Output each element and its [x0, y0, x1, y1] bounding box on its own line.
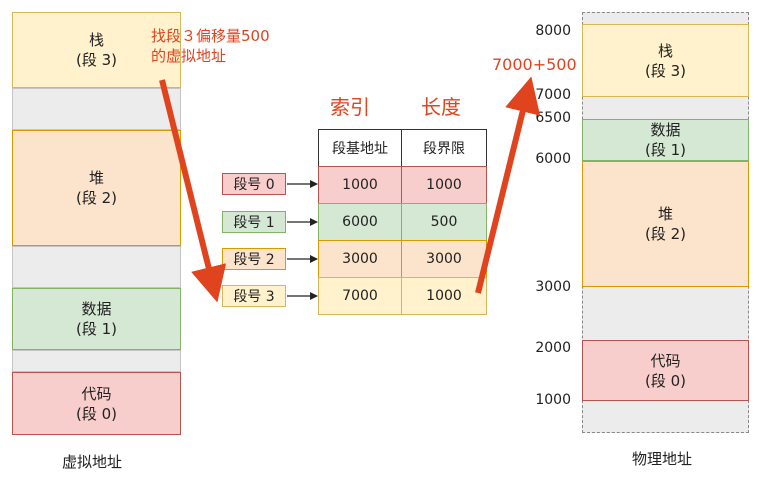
address-7000: 7000: [535, 87, 571, 103]
virtual-gap-2: [12, 246, 181, 288]
virtual-code-segment: 代码 (段 0): [12, 372, 181, 435]
virtual-data-segment: 数据 (段 1): [12, 288, 181, 350]
address-6500: 6500: [535, 110, 571, 126]
physical-code-segment: 代码 (段 0): [582, 340, 749, 401]
annotation-line-1: 找段３偏移量500: [151, 27, 270, 45]
base-cell-0: 1000: [318, 166, 402, 204]
translate-arrow: [475, 76, 541, 294]
virtual-stack-seg: (段 3): [75, 51, 118, 69]
base-cell-2: 3000: [318, 240, 402, 278]
address-3000: 3000: [535, 279, 571, 295]
physical-data-segment: 数据 (段 1): [582, 119, 749, 161]
header-index: 索引: [330, 95, 370, 119]
physical-heap-seg: (段 2): [644, 225, 687, 243]
virtual-heap-seg: (段 2): [75, 189, 118, 207]
header-length: 长度: [421, 95, 461, 119]
lookup-arrow: [159, 79, 227, 303]
address-8000: 8000: [535, 23, 571, 39]
limit-cell-0: 1000: [401, 166, 487, 204]
physical-address-caption: 物理地址: [632, 450, 693, 468]
segment-number-1: 段号 1: [222, 211, 286, 233]
physical-stack-segment: 栈 (段 3): [582, 24, 749, 97]
virtual-data-seg: (段 1): [75, 320, 118, 338]
limit-cell-1: 500: [401, 203, 487, 241]
col-header-base: 段基地址: [318, 129, 402, 167]
physical-heap-segment: 堆 (段 2): [582, 161, 749, 287]
virtual-stack-name: 栈: [88, 31, 104, 49]
segment-arrows: [287, 180, 318, 300]
segment-number-3: 段号 3: [222, 285, 286, 307]
physical-stack-name: 栈: [657, 41, 673, 60]
virtual-heap-name: 堆: [88, 169, 104, 187]
virtual-gap-3: [12, 350, 181, 372]
virtual-heap-segment: 堆 (段 2): [12, 130, 181, 246]
address-6000: 6000: [535, 151, 571, 167]
virtual-address-caption: 虚拟地址: [62, 453, 123, 471]
virtual-data-name: 数据: [81, 300, 112, 318]
physical-stack-seg: (段 3): [644, 61, 687, 80]
physical-data-seg: (段 1): [644, 141, 687, 159]
virtual-stack-segment: 栈 (段 3): [12, 12, 181, 88]
virtual-code-name: 代码: [81, 384, 112, 403]
segment-number-2: 段号 2: [222, 248, 286, 270]
physical-data-name: 数据: [650, 121, 681, 139]
physical-code-name: 代码: [650, 351, 681, 370]
physical-code-seg: (段 0): [644, 371, 687, 390]
address-2000: 2000: [535, 340, 571, 356]
segment-number-0: 段号 0: [222, 173, 286, 195]
col-header-limit: 段界限: [401, 129, 487, 167]
virtual-gap-1: [12, 88, 181, 130]
virtual-code-seg: (段 0): [75, 404, 118, 423]
result-address: 7000+500: [492, 55, 577, 74]
address-1000: 1000: [535, 392, 571, 408]
limit-cell-2: 3000: [401, 240, 487, 278]
limit-cell-3: 1000: [401, 277, 487, 315]
annotation-line-2: 的虚拟地址: [151, 47, 227, 65]
physical-heap-name: 堆: [657, 205, 673, 223]
